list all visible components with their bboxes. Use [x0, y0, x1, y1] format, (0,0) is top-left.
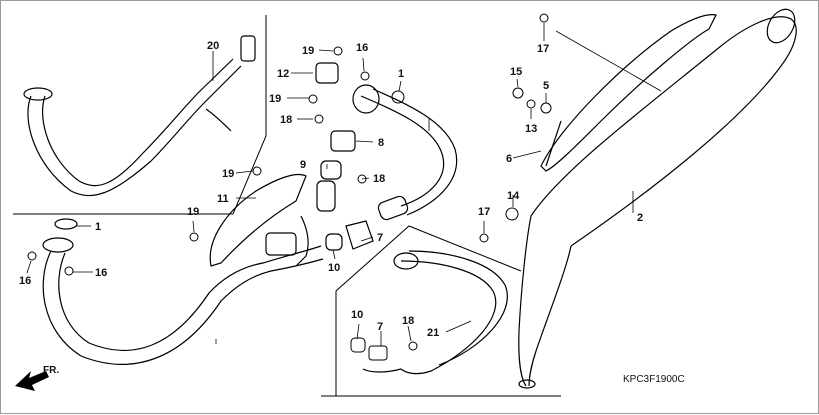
- callout-11: 11: [217, 193, 229, 205]
- callout-17-mid: 17: [478, 206, 490, 218]
- callout-19-top: 19: [302, 45, 314, 57]
- callout-19-fourth: 19: [187, 206, 199, 218]
- exhaust-pipe-inset-21: [362, 250, 508, 375]
- callout-18-mid: 18: [373, 173, 385, 185]
- callout-2: 2: [637, 212, 643, 224]
- leader-lines: [26, 23, 662, 346]
- exhaust-pipe-main: [42, 218, 324, 365]
- callout-18-top: 18: [280, 114, 292, 126]
- callout-12: 12: [277, 68, 289, 80]
- callout-8: 8: [378, 137, 384, 149]
- exhaust-pipe-upper: [352, 84, 458, 221]
- inset-box-upper-left: [13, 15, 267, 215]
- front-direction-label: FR.: [43, 365, 59, 376]
- callout-9: 9: [300, 159, 306, 171]
- callout-16-right: 16: [95, 267, 107, 279]
- callout-7-upper: 7: [377, 232, 383, 244]
- hardware: [27, 13, 552, 361]
- muffler-2: [518, 8, 797, 389]
- callout-1-upper: 1: [398, 68, 404, 80]
- exhaust-pipe-inset-20: [23, 35, 256, 197]
- heat-shield-11: [209, 173, 307, 267]
- callout-19-second: 19: [269, 93, 281, 105]
- callout-17-top: 17: [537, 43, 549, 55]
- callout-5: 5: [543, 80, 549, 92]
- callout-labels: 20 1 1 2 5 6 7 7 8 9 10 10 11 12 13 14 1…: [19, 40, 643, 339]
- callout-15: 15: [510, 66, 522, 78]
- callout-10-lower: 10: [351, 309, 363, 321]
- callout-16-left: 16: [19, 275, 31, 287]
- callout-6: 6: [506, 153, 512, 165]
- inset-box-lower-center: [321, 225, 561, 397]
- callout-18-lower: 18: [402, 315, 414, 327]
- joint-parts: [295, 62, 374, 267]
- callout-1-lower: 1: [95, 221, 101, 233]
- muffler-protector-6: [540, 14, 717, 172]
- callout-21: 21: [427, 327, 439, 339]
- callout-7-lower: 7: [377, 321, 383, 333]
- callout-19-third: 19: [222, 168, 234, 180]
- callout-13: 13: [525, 123, 537, 135]
- front-direction-arrow-icon: [15, 371, 49, 391]
- callout-10-upper: 10: [328, 262, 340, 274]
- callout-14: 14: [507, 190, 520, 202]
- callout-20: 20: [207, 40, 219, 52]
- diagram-code: KPC3F1900C: [623, 374, 685, 385]
- callout-16-top: 16: [356, 42, 368, 54]
